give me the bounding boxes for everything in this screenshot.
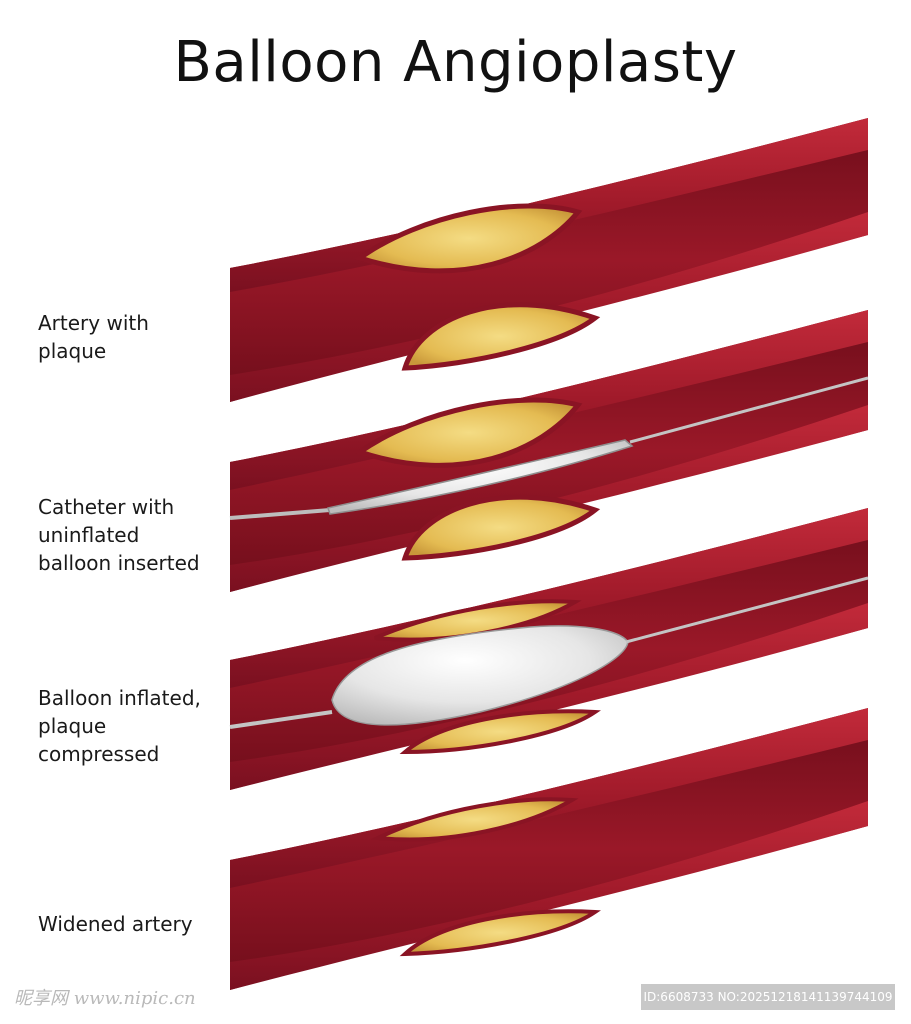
step-label-catheter-inserted: Catheter with uninflated balloon inserte… <box>38 493 228 577</box>
artery-lower-wall <box>230 212 868 402</box>
label-line: balloon inserted <box>38 551 200 575</box>
step-label-artery-with-plaque: Artery with plaque <box>38 309 228 365</box>
label-line: Balloon inflated, <box>38 686 201 710</box>
balloon-inflated-illustration <box>229 508 869 790</box>
catheter-wire <box>625 576 869 644</box>
label-line: Catheter with <box>38 495 175 519</box>
artery-lower-wall <box>230 405 868 592</box>
guide-wire <box>229 508 331 520</box>
compressed-plaque-lower <box>399 909 602 957</box>
diagram-title: Balloon Angioplasty <box>173 30 738 95</box>
plaque-lower <box>401 494 601 561</box>
guide-wire <box>229 710 333 729</box>
watermark-site: 昵享网 www.nipic.cn <box>14 988 196 1009</box>
label-line: uninflated <box>38 523 140 547</box>
artery-upper-wall <box>230 508 868 688</box>
step-label-balloon-inflated: Balloon inflated, plaque compressed <box>38 684 228 768</box>
label-line: compressed <box>38 742 160 766</box>
uninflated-balloon <box>327 439 634 515</box>
watermark-id: ID:6608733 NO:20251218141139744109 <box>641 984 895 1010</box>
artery-with-plaque-illustration <box>230 118 868 402</box>
compressed-plaque-lower <box>399 709 602 755</box>
label-line: plaque <box>38 339 107 363</box>
plaque-upper <box>354 397 583 468</box>
step-label-widened-artery: Widened artery <box>38 910 228 938</box>
plaque-lower <box>401 302 601 371</box>
compressed-plaque-upper <box>370 797 579 842</box>
label-line: Artery with <box>38 311 149 335</box>
artery-lower-wall <box>230 801 868 990</box>
artery-lower-wall <box>230 603 868 790</box>
catheter-inserted-illustration <box>229 310 869 592</box>
catheter-wire <box>629 376 869 444</box>
widened-artery-illustration <box>230 708 868 990</box>
plaque-upper <box>354 203 583 274</box>
artery-wall <box>230 118 868 402</box>
label-line: Widened artery <box>38 912 193 936</box>
label-line: plaque <box>38 714 107 738</box>
